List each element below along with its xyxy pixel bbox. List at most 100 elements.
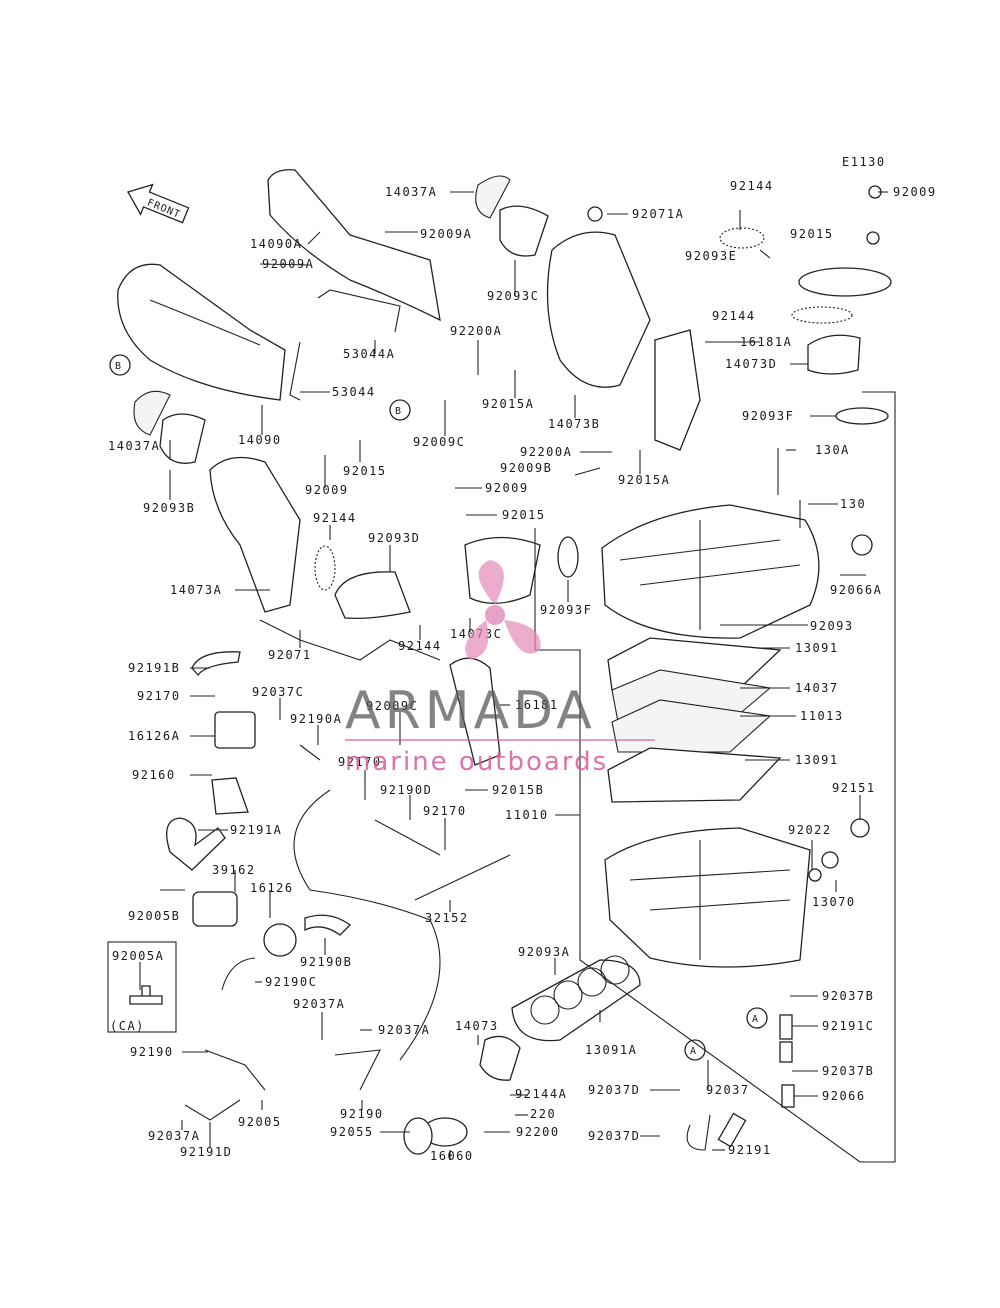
- filter-11013: [611, 699, 772, 753]
- label-92037B: 92037B: [822, 989, 874, 1003]
- label-14090A: 14090A: [250, 237, 302, 251]
- part-number-labels: 14037A 92009 92071A 92144 92015 14090A 9…: [108, 179, 937, 1163]
- ref-marker-b-1: B: [109, 354, 131, 376]
- label-130: 130: [840, 497, 866, 511]
- hose-92190-b: [334, 1049, 381, 1091]
- label-13091-b: 13091: [795, 753, 839, 767]
- watermark-brand: ARMADA: [345, 681, 596, 741]
- label-32152: 32152: [425, 911, 469, 925]
- part-92066: [781, 1084, 795, 1108]
- grommet-92071A: [587, 206, 603, 222]
- label-92009-c: 92009: [485, 481, 529, 495]
- clamp-92144: [719, 227, 765, 249]
- hose-92191B: [191, 651, 241, 677]
- label-92005A: 92005A: [112, 949, 164, 963]
- label-92190-b: 92190: [340, 1107, 384, 1121]
- cap-92066A: [851, 534, 873, 556]
- label-92191B: 92191B: [128, 661, 180, 675]
- label-130A: 130A: [815, 443, 850, 457]
- label-92190: 92190: [130, 1045, 174, 1059]
- label-14073A: 14073A: [170, 583, 222, 597]
- duct-14073B: [546, 231, 651, 388]
- label-92015A: 92015A: [482, 397, 534, 411]
- seal-92093A: [511, 959, 641, 1042]
- label-16060: 16060: [430, 1149, 474, 1163]
- label-92009: 92009: [893, 185, 937, 199]
- label-92005B: 92005B: [128, 909, 180, 923]
- label-92191C: 92191C: [822, 1019, 874, 1033]
- seal-92093C: [499, 205, 549, 257]
- label-92093E: 92093E: [685, 249, 737, 263]
- hose-92191D: [184, 1099, 241, 1121]
- label-92190A: 92190A: [290, 712, 342, 726]
- label-14037A: 14037A: [385, 185, 437, 199]
- label-92190B: 92190B: [300, 955, 352, 969]
- label-16126A: 16126A: [128, 729, 180, 743]
- label-92093B: 92093B: [143, 501, 195, 515]
- label-92093A: 92093A: [518, 945, 570, 959]
- label-92037B-b: 92037B: [822, 1064, 874, 1078]
- svg-text:B: B: [395, 406, 403, 417]
- label-92015A-b: 92015A: [618, 473, 670, 487]
- label-11013: 11013: [800, 709, 844, 723]
- svg-text:A: A: [752, 1014, 760, 1025]
- hose-92191C: [779, 1014, 793, 1040]
- pipe-32152: [414, 854, 511, 901]
- label-92015B: 92015B: [492, 783, 544, 797]
- pipe-92190D: [374, 819, 441, 856]
- duct-14073D: [807, 334, 861, 375]
- label-14090: 14090: [238, 433, 282, 447]
- label-92093: 92093: [810, 619, 854, 633]
- label-92093C: 92093C: [487, 289, 539, 303]
- bracket-53044: [289, 341, 301, 401]
- label-92093D: 92093D: [368, 531, 420, 545]
- tee-92005A: [129, 985, 163, 1005]
- part-92037: [717, 1112, 747, 1148]
- label-92200A: 92200A: [450, 324, 502, 338]
- label-92066: 92066: [822, 1089, 866, 1103]
- valve-16126A: [214, 711, 256, 749]
- label-92170-b: 92170: [338, 755, 382, 769]
- label-92093F-b: 92093F: [540, 603, 592, 617]
- clamp-92144-c: [314, 545, 336, 591]
- label-13070: 13070: [812, 895, 856, 909]
- part-92055: [403, 1117, 433, 1155]
- label-14073B: 14073B: [548, 417, 600, 431]
- label-92170-c: 92170: [423, 804, 467, 818]
- watermark: ARMADA marine outboards: [345, 560, 655, 777]
- label-92144-d: 92144: [398, 639, 442, 653]
- label-14037A-b: 14037A: [108, 439, 160, 453]
- cover-16181A: [654, 329, 701, 451]
- inset-note: (CA): [110, 1019, 145, 1033]
- label-92071A: 92071A: [632, 207, 684, 221]
- label-11010: 11010: [505, 808, 549, 822]
- filter-14037A-left: [133, 390, 171, 436]
- watermark-tagline: marine outboards: [345, 747, 608, 777]
- duct-14090A: [267, 169, 441, 322]
- label-92191: 92191: [728, 1143, 772, 1157]
- seal-92093F-b: [557, 536, 579, 578]
- label-92009B: 92009B: [500, 461, 552, 475]
- bracket-53044A: [317, 289, 401, 333]
- front-arrow-icon: FRONT: [127, 183, 190, 224]
- label-92009C-b: 92009C: [366, 699, 418, 713]
- label-92066A: 92066A: [830, 583, 882, 597]
- label-92191D: 92191D: [180, 1145, 232, 1159]
- label-92037D: 92037D: [588, 1083, 640, 1097]
- hose-92191C-b: [779, 1041, 793, 1063]
- seal-92093E: [798, 267, 892, 297]
- leader-lines: [139, 191, 888, 1160]
- elbow-92093D: [334, 571, 411, 620]
- label-53044A: 53044A: [343, 347, 395, 361]
- cone-14073: [479, 1035, 521, 1081]
- label-92200: 92200: [516, 1125, 560, 1139]
- plate-13091-lower: [607, 747, 782, 803]
- airbox-base: [604, 827, 811, 968]
- label-92151: 92151: [832, 781, 876, 795]
- label-13091: 13091: [795, 641, 839, 655]
- seal-92093F: [835, 407, 889, 425]
- label-92015: 92015: [790, 227, 834, 241]
- hose-92191: [686, 1114, 711, 1151]
- label-14073: 14073: [455, 1019, 499, 1033]
- propeller-logo-icon: [465, 560, 541, 660]
